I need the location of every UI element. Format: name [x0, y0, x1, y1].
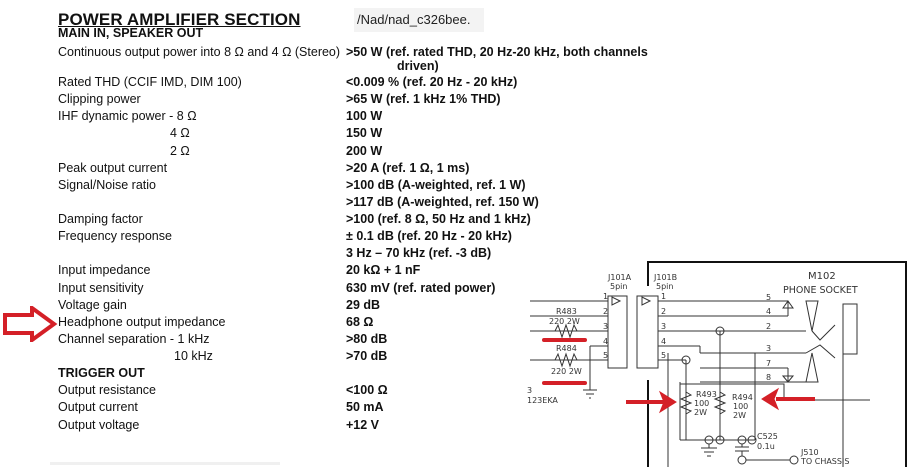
spec-value: 20 kΩ + 1 nF	[346, 263, 421, 277]
spec-label: IHF dynamic power - 8 Ω	[58, 109, 197, 123]
r493-name: R493	[696, 390, 717, 399]
socket-pin: 2	[766, 322, 771, 331]
c525-name: C525	[757, 432, 778, 441]
j101b-name: J101B	[653, 273, 677, 282]
spec-value: >20 A (ref. 1 Ω, 1 ms)	[346, 161, 470, 175]
pin-number: 5	[603, 351, 608, 360]
page-title: POWER AMPLIFIER SECTION	[58, 10, 301, 29]
url-fragment: /Nad/nad_c326bee.	[354, 8, 484, 32]
spec-label: Continuous output power into 8 Ω and 4 Ω…	[58, 45, 341, 59]
spec-label: Output voltage	[58, 418, 140, 432]
section-heading-main-in: MAIN IN, SPEAKER OUT	[58, 26, 204, 40]
spec-label: Output resistance	[58, 383, 156, 397]
spec-label: 4 Ω	[170, 126, 190, 140]
spec-label: Signal/Noise ratio	[58, 178, 156, 192]
spec-label: Peak output current	[58, 161, 168, 175]
socket-pin: 3	[766, 344, 771, 353]
pin-number: 2	[603, 307, 608, 316]
socket-pin: 4	[766, 307, 771, 316]
spec-value: 200 W	[346, 144, 383, 158]
pin-number: 5	[661, 351, 666, 360]
spec-label: 2 Ω	[170, 144, 190, 158]
r484-value: 220 2W	[551, 367, 582, 376]
red-arrow-icon	[3, 306, 58, 342]
spec-value: 630 mV (ref. rated power)	[346, 281, 496, 295]
spec-value: 3 Hz – 70 kHz (ref. -3 dB)	[346, 246, 492, 260]
spec-value: >65 W (ref. 1 kHz 1% THD)	[346, 92, 501, 106]
r494-name: R494	[732, 393, 753, 402]
spec-value: >117 dB (A-weighted, ref. 150 W)	[346, 195, 539, 209]
spec-value: 150 W	[346, 126, 383, 140]
spec-value: +12 V	[346, 418, 380, 432]
j101a-pins: 5pin	[610, 282, 627, 291]
j510-name: J510	[800, 448, 819, 457]
spec-value: >50 W (ref. rated THD, 20 Hz-20 kHz, bot…	[346, 45, 648, 73]
spec-value-headphone-impedance: 68 Ω	[346, 315, 374, 329]
red-arrow-icon	[626, 387, 815, 414]
spec-label: Input impedance	[58, 263, 151, 277]
spec-value: 50 mA	[346, 400, 384, 414]
pin-number: 3	[661, 322, 666, 331]
socket-pin: 5	[766, 293, 771, 302]
spec-label-headphone-impedance: Headphone output impedance	[58, 315, 226, 329]
spec-label: Rated THD (CCIF IMD, DIM 100)	[58, 75, 242, 89]
spec-value: >100 (ref. 8 Ω, 50 Hz and 1 kHz)	[346, 212, 531, 226]
spec-value: 29 dB	[346, 298, 381, 312]
pin-number: 2	[661, 307, 666, 316]
spec-label: Channel separation - 1 kHz	[58, 332, 210, 346]
spec-value: >100 dB (A-weighted, ref. 1 W)	[346, 178, 526, 192]
socket-pin: 7	[766, 359, 771, 368]
j510-desc: TO CHASSIS	[800, 457, 849, 466]
pin-number: 4	[661, 337, 666, 346]
spec-value: >80 dB	[346, 332, 388, 346]
spec-label: Input sensitivity	[58, 281, 144, 295]
r494-watt: 2W	[733, 411, 746, 420]
spec-value-line: >50 W (ref. rated THD, 20 Hz-20 kHz, bot…	[346, 45, 648, 59]
r483-value: 220 2W	[549, 317, 580, 326]
spec-value-cont: driven)	[397, 59, 439, 73]
divider	[50, 462, 280, 465]
spec-label: Output current	[58, 400, 138, 414]
socket-desc: PHONE SOCKET	[783, 285, 858, 296]
spec-value: <100 Ω	[346, 383, 388, 397]
spec-label: Frequency response	[58, 229, 172, 243]
pin-number: 4	[603, 337, 608, 346]
c525-value: 0.1u	[757, 442, 775, 451]
spec-label: Clipping power	[58, 92, 141, 106]
r483-name: R483	[556, 307, 577, 316]
j101a-name: J101A	[607, 273, 632, 282]
spec-value: 100 W	[346, 109, 383, 123]
pin-number: 3	[603, 322, 608, 331]
spec-label: Voltage gain	[58, 298, 127, 312]
spec-label: Damping factor	[58, 212, 143, 226]
r494-value: 100	[733, 402, 748, 411]
spec-value: >70 dB	[346, 349, 388, 363]
spec-value: <0.009 % (ref. 20 Hz - 20 kHz)	[346, 75, 518, 89]
j101b-pins: 5pin	[656, 282, 673, 291]
ref-code: 123EKA	[527, 396, 558, 405]
r493-watt: 2W	[694, 408, 707, 417]
ref-number: 3	[527, 386, 532, 395]
socket-pin: 8	[766, 373, 771, 382]
socket-name: M102	[808, 271, 836, 282]
pin-number: 1	[603, 292, 608, 301]
spec-value: ± 0.1 dB (ref. 20 Hz - 20 kHz)	[346, 229, 512, 243]
r484-name: R484	[556, 344, 577, 353]
r493-value: 100	[694, 399, 709, 408]
section-heading-trigger-out: TRIGGER OUT	[58, 366, 145, 380]
pin-number: 1	[661, 292, 666, 301]
spec-label: 10 kHz	[174, 349, 213, 363]
